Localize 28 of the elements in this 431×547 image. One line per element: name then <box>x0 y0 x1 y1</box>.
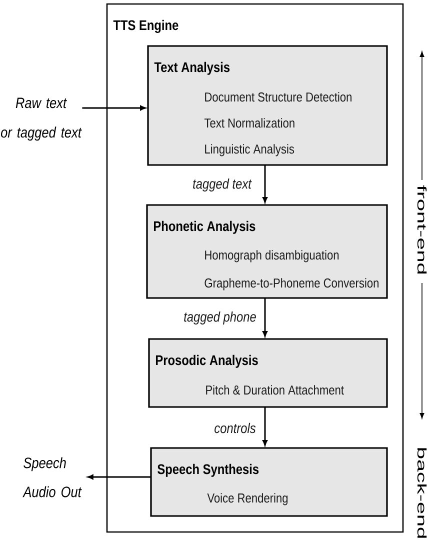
process-box <box>147 45 388 166</box>
process-box <box>146 204 388 299</box>
arrow <box>262 407 268 446</box>
box-title: Prosodic Analysis <box>156 354 258 368</box>
side-label: back-end <box>417 448 427 538</box>
box-text: Text Normalization <box>204 118 294 128</box>
container-title: TTS Engine <box>113 20 178 33</box>
box-text: Document Structure Detection <box>205 92 352 102</box>
arrow <box>82 106 146 110</box>
edge-label: tagged text <box>192 177 252 193</box>
box-title: Phonetic Analysis <box>154 220 256 234</box>
process-box <box>150 447 388 517</box>
box-text: Voice Rendering <box>207 493 288 506</box>
arrow <box>262 165 268 203</box>
arrow <box>88 474 151 480</box>
box-text: Homograph disambiguation <box>205 250 339 262</box>
box-text: Linguistic Analysis <box>205 144 294 156</box>
side-label: front-end <box>417 185 427 274</box>
text-label: Speech Audio Out <box>22 457 82 498</box>
arrow <box>262 298 268 337</box>
edge-label: controls <box>213 422 257 434</box>
text-label: Raw text or tagged text <box>0 98 82 141</box>
process-box <box>148 338 388 408</box>
box-text: Pitch & Duration Attachment <box>206 385 344 395</box>
box-title: Speech Synthesis <box>158 464 259 477</box>
edge-label: tagged phone <box>182 310 258 326</box>
box-text: Grapheme-to-Phoneme Conversion <box>204 278 378 290</box>
box-title: Text Analysis <box>154 62 230 75</box>
